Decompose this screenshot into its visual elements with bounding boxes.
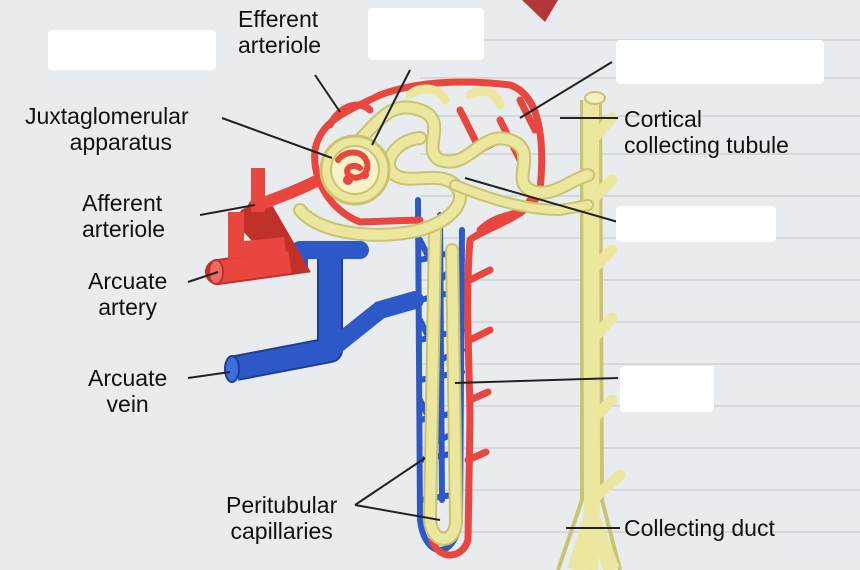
label-collecting-duct: Collecting duct [624,515,775,541]
label-arcuate-artery: Arcuate artery [88,268,168,320]
label-cortical-collecting-tubule: Cortical collecting tubule [624,106,789,158]
blank-label-box-mid-right[interactable] [616,206,776,242]
blank-label-box-lower-right[interactable] [620,366,714,412]
leader-efferent [314,74,341,113]
leader-peritubular-a [354,457,426,506]
leader-top-center [371,69,411,146]
blank-label-box-top-left[interactable] [48,30,216,70]
leader-lower-right [454,377,619,384]
label-afferent-arteriole: Afferent arteriole [82,190,166,242]
label-efferent-arteriole: Efferent arteriole [238,6,322,58]
collecting-duct-shape [556,91,626,570]
blank-label-box-top-right[interactable] [616,40,824,84]
leader-mid-right [464,177,619,223]
glomerulus [319,134,391,206]
leader-arcuate-vein [187,371,231,379]
pointer-triangle [522,0,558,22]
label-peritubular-capillaries: Peritubular capillaries [226,492,338,544]
leader-top-right [519,61,613,119]
label-juxtaglomerular-apparatus: Juxtaglomerular apparatus [25,103,189,155]
label-arcuate-vein: Arcuate vein [88,365,168,417]
leader-juxtaglomerular [221,117,333,159]
arcuate-vein-shape [224,241,424,383]
capillary-network-red [311,78,546,559]
leader-arcuate-artery [187,271,219,283]
leader-peritubular-b [354,504,441,521]
leader-afferent [199,204,256,216]
blank-label-box-top-center[interactable] [368,8,484,60]
leader-lines [187,61,620,529]
